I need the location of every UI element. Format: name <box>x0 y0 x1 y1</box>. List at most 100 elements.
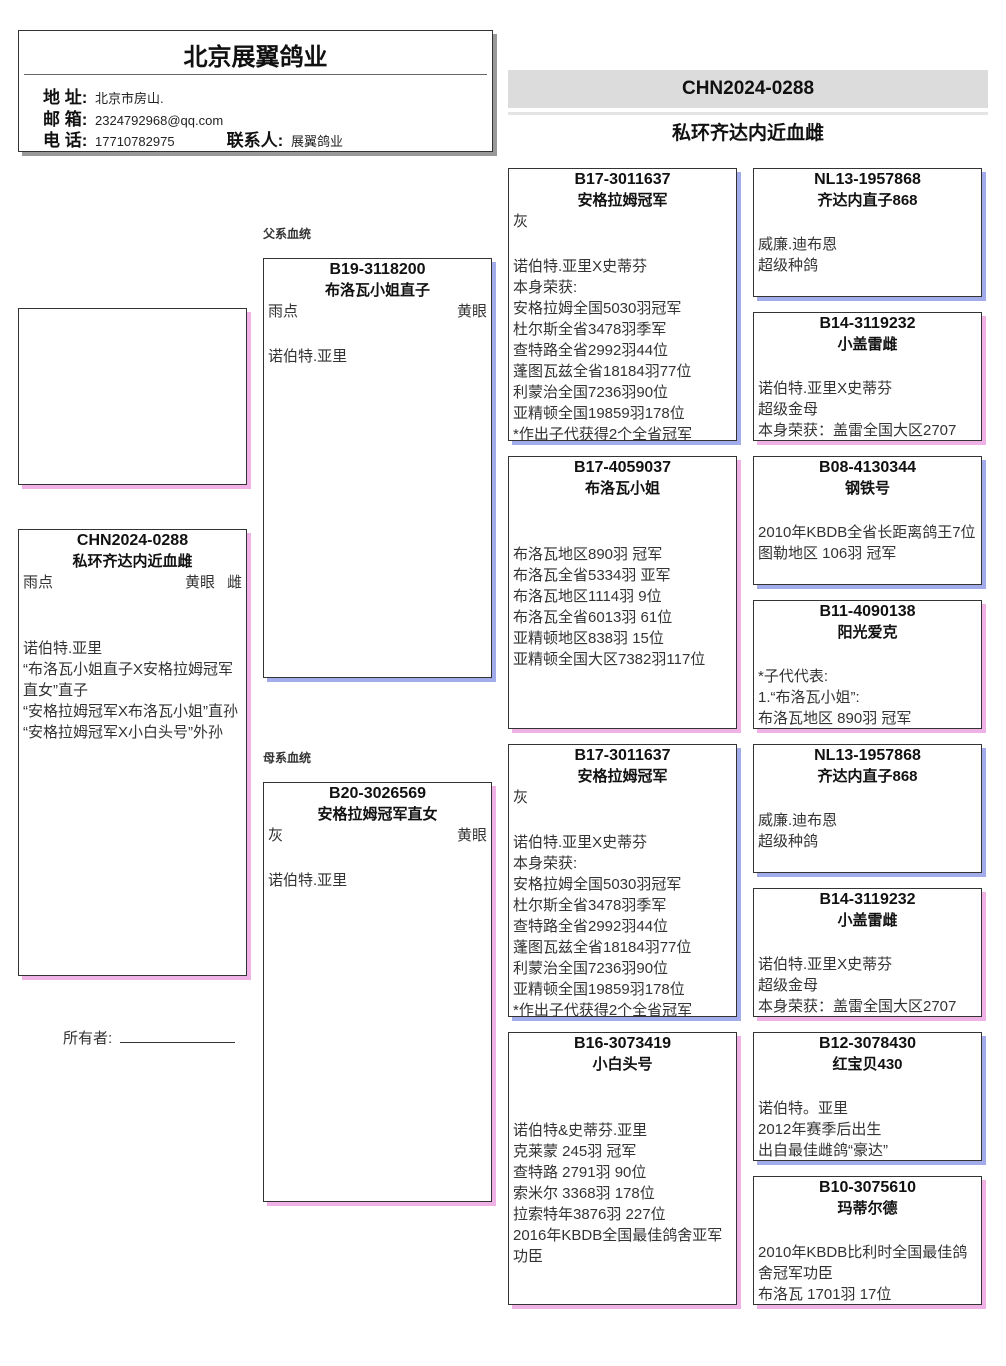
note-line: 诺伯特.亚里X史蒂芬 <box>513 258 648 275</box>
feather-color: 灰 <box>513 213 529 230</box>
eye-type: 黄眼 <box>456 827 487 844</box>
ring-number: B19-3118200 <box>329 261 426 278</box>
pigeon-name: 红宝贝430 <box>832 1056 903 1073</box>
ring-number: B12-3078430 <box>819 1035 916 1052</box>
email-value: 2324792968@qq.com <box>95 113 224 128</box>
notes: 诺伯特.亚里 <box>264 870 491 891</box>
eye-type: 黄眼 <box>184 574 215 591</box>
note-line: 布洛瓦地区1114羽 9位 <box>513 588 662 605</box>
email-row: 邮 箱: 2324792968@qq.com <box>43 105 223 130</box>
note-line: 布洛瓦全省5334羽 亚军 <box>513 567 671 584</box>
notes: 诺伯特.亚里X史蒂芬超级金母本身荣获：盖雷全国大区2707 <box>754 954 981 1017</box>
address-label: 地 址: <box>43 88 88 107</box>
note-line: 拉索特年3876羽 227位 <box>513 1206 666 1223</box>
note-line: 安格拉姆全国5030羽冠军 <box>513 300 682 317</box>
note-line: “安格拉姆冠军X布洛瓦小姐”直孙 <box>23 703 238 720</box>
notes: 诺伯特.亚里X史蒂芬本身荣获:安格拉姆全国5030羽冠军杜尔斯全省3478羽季军… <box>509 832 736 1021</box>
note-line: 威廉.迪布恩 <box>758 236 838 253</box>
traits-row: 灰 <box>509 787 736 808</box>
note-line: 布洛瓦地区 890羽 冠军 <box>758 710 912 727</box>
divider <box>508 112 988 115</box>
note-line: 诺伯特.亚里 <box>268 872 348 889</box>
traits-right: 黄眼 <box>445 301 487 322</box>
note-line: 超级种鸽 <box>758 257 819 274</box>
traits-row <box>509 1075 736 1096</box>
note-line: 诺伯特.亚里X史蒂芬 <box>513 834 648 851</box>
phone-value: 17710782975 <box>95 134 175 149</box>
notes: 诺伯特.亚里X史蒂芬本身荣获:安格拉姆全国5030羽冠军杜尔斯全省3478羽季军… <box>509 256 736 445</box>
photo-placeholder <box>18 308 247 485</box>
note-line: 超级金母 <box>758 401 819 418</box>
note-line: 杜尔斯全省3478羽季军 <box>513 321 667 338</box>
note-line: 2010年KBDB比利时全国最佳鸽舍冠军功臣 <box>758 1244 968 1282</box>
note-line: *子代代表: <box>758 668 829 685</box>
note-line: 诺伯特.亚里 <box>23 640 103 657</box>
note-line: 蓬图瓦兹全省18184羽77位 <box>513 363 692 380</box>
owner-label: 所有者: <box>63 1030 113 1047</box>
notes: 2010年KBDB全省长距离鸽王7位图勒地区 106羽 冠军 <box>754 522 981 564</box>
male-pigeon-card: B17-3011637 安格拉姆冠军灰诺伯特.亚里X史蒂芬本身荣获:安格拉姆全国5… <box>508 744 737 1019</box>
notes: 威廉.迪布恩超级种鸽 <box>754 810 981 852</box>
note-line: 查特路全省2992羽44位 <box>513 342 669 359</box>
pigeon-name: 齐达内直子868 <box>817 192 918 209</box>
notes: 诺伯特&史蒂芬.亚里克莱蒙 245羽 冠军查特路 2791羽 90位索米尔 33… <box>509 1120 736 1267</box>
note-line: 布洛瓦全省6013羽 61位 <box>513 609 673 626</box>
address-row: 地 址: 北京市房山. <box>43 83 164 108</box>
ring-number: B20-3026569 <box>329 785 426 802</box>
note-line: 亚精顿全国19859羽178位 <box>513 405 685 422</box>
ring-number: B14-3119232 <box>819 315 916 332</box>
note-line: 查特路 2791羽 90位 <box>513 1164 647 1181</box>
pigeon-name: 小盖雷雌 <box>837 336 898 353</box>
note-line: 2010年KBDB全省长距离鸽王7位 <box>758 524 976 541</box>
traits-row: 雨点黄眼雌 <box>19 572 246 593</box>
note-line: 诺伯特.亚里X史蒂芬 <box>758 380 893 397</box>
female-pigeon-card: B14-3119232 小盖雷雌诺伯特.亚里X史蒂芬超级金母本身荣获：盖雷全国大区… <box>753 312 982 441</box>
note-line: 本身荣获：盖雷全国大区2707 <box>758 422 957 439</box>
note-line: “安格拉姆冠军X小白头号”外孙 <box>23 724 223 741</box>
ring-number: CHN2024-0288 <box>76 532 189 549</box>
note-line: 本身荣获：盖雷全国大区2707 <box>758 998 957 1015</box>
address-value: 北京市房山. <box>95 91 164 106</box>
pigeon-name: 玛蒂尔德 <box>837 1200 898 1217</box>
note-line: “布洛瓦小姐直子X安格拉姆冠军直女”直子 <box>23 661 234 699</box>
note-line: 超级金母 <box>758 977 819 994</box>
note-line: 诺伯特.亚里 <box>268 348 348 365</box>
pedigree-ring-title: CHN2024-0288 <box>508 70 988 108</box>
phone-label: 电 话: <box>43 131 88 150</box>
note-line: 布洛瓦地区890羽 冠军 <box>513 546 663 563</box>
note-line: 本身荣获: <box>513 855 578 872</box>
pigeon-name: 私环齐达内近血雌 <box>72 553 193 570</box>
traits-row: 灰 <box>509 211 736 232</box>
note-line: *作出子代获得2个全省冠军 <box>513 1002 693 1019</box>
notes: 2010年KBDB比利时全国最佳鸽舍冠军功臣布洛瓦 1701羽 17位 <box>754 1242 981 1305</box>
note-line: 利蒙治全国7236羽90位 <box>513 960 669 977</box>
pigeon-name: 小白头号 <box>592 1056 653 1073</box>
note-line: 亚精顿全国大区7382羽117位 <box>513 651 706 668</box>
notes: 诺伯特.亚里X史蒂芬超级金母本身荣获：盖雷全国大区2707 <box>754 378 981 441</box>
female-pigeon-card: CHN2024-0288 私环齐达内近血雌雨点黄眼雌诺伯特.亚里 “布洛瓦小姐直子X… <box>18 529 247 976</box>
traits-row: 雨点黄眼 <box>264 301 491 322</box>
ring-number: B17-3011637 <box>574 747 671 764</box>
pigeon-name: 安格拉姆冠军 <box>577 192 668 209</box>
note-line: 亚精顿地区838羽 15位 <box>513 630 664 647</box>
contact-value: 展翼鸽业 <box>290 134 343 149</box>
pigeon-name: 安格拉姆冠军 <box>577 768 668 785</box>
notes: 诺伯特.亚里 “布洛瓦小姐直子X安格拉姆冠军直女”直子 “安格拉姆冠军X布洛瓦小姐”… <box>19 638 246 743</box>
ring-number: B10-3075610 <box>819 1179 916 1196</box>
dam-line-label: 母系血统 <box>263 751 312 765</box>
traits-right: 黄眼雌 <box>173 572 242 593</box>
pigeon-name: 安格拉姆冠军直女 <box>317 806 438 823</box>
note-line: 杜尔斯全省3478羽季军 <box>513 897 667 914</box>
note-line: 克莱蒙 245羽 冠军 <box>513 1143 637 1160</box>
company-name: 北京展翼鸽业 <box>183 44 328 71</box>
